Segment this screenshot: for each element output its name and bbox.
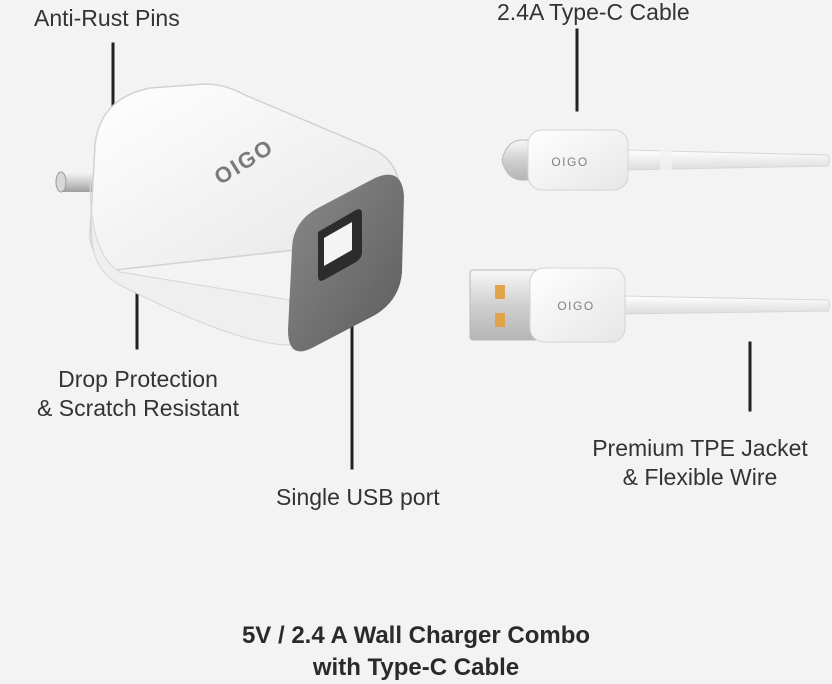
label-tpe-jacket: Premium TPE Jacket & Flexible Wire <box>582 434 818 492</box>
type-c-cable <box>501 129 830 191</box>
label-drop-line-2: & Scratch Resistant <box>37 395 239 421</box>
wall-charger <box>55 83 404 352</box>
product-title: 5V / 2.4 A Wall Charger Combo with Type-… <box>0 620 832 684</box>
label-drop-line-1: Drop Protection <box>58 366 218 392</box>
product-title-line-1: 5V / 2.4 A Wall Charger Combo <box>241 622 591 649</box>
label-single-usb-port: Single USB port <box>276 484 440 510</box>
usb-port <box>318 209 362 281</box>
label-type-c-cable: 2.4A Type-C Cable <box>497 0 690 25</box>
usb-a-brand-logo: OIGO <box>557 299 594 313</box>
product-title-line-2: with Type-C Cable <box>312 654 520 681</box>
label-drop-protection: Drop Protection & Scratch Resistant <box>18 365 258 423</box>
usb-a-cable <box>469 267 830 343</box>
label-jacket-line-1: Premium TPE Jacket <box>592 435 808 461</box>
type-c-brand-logo: OIGO <box>551 155 588 169</box>
label-anti-rust-pins: Anti-Rust Pins <box>34 5 180 31</box>
label-jacket-line-2: & Flexible Wire <box>622 464 778 490</box>
